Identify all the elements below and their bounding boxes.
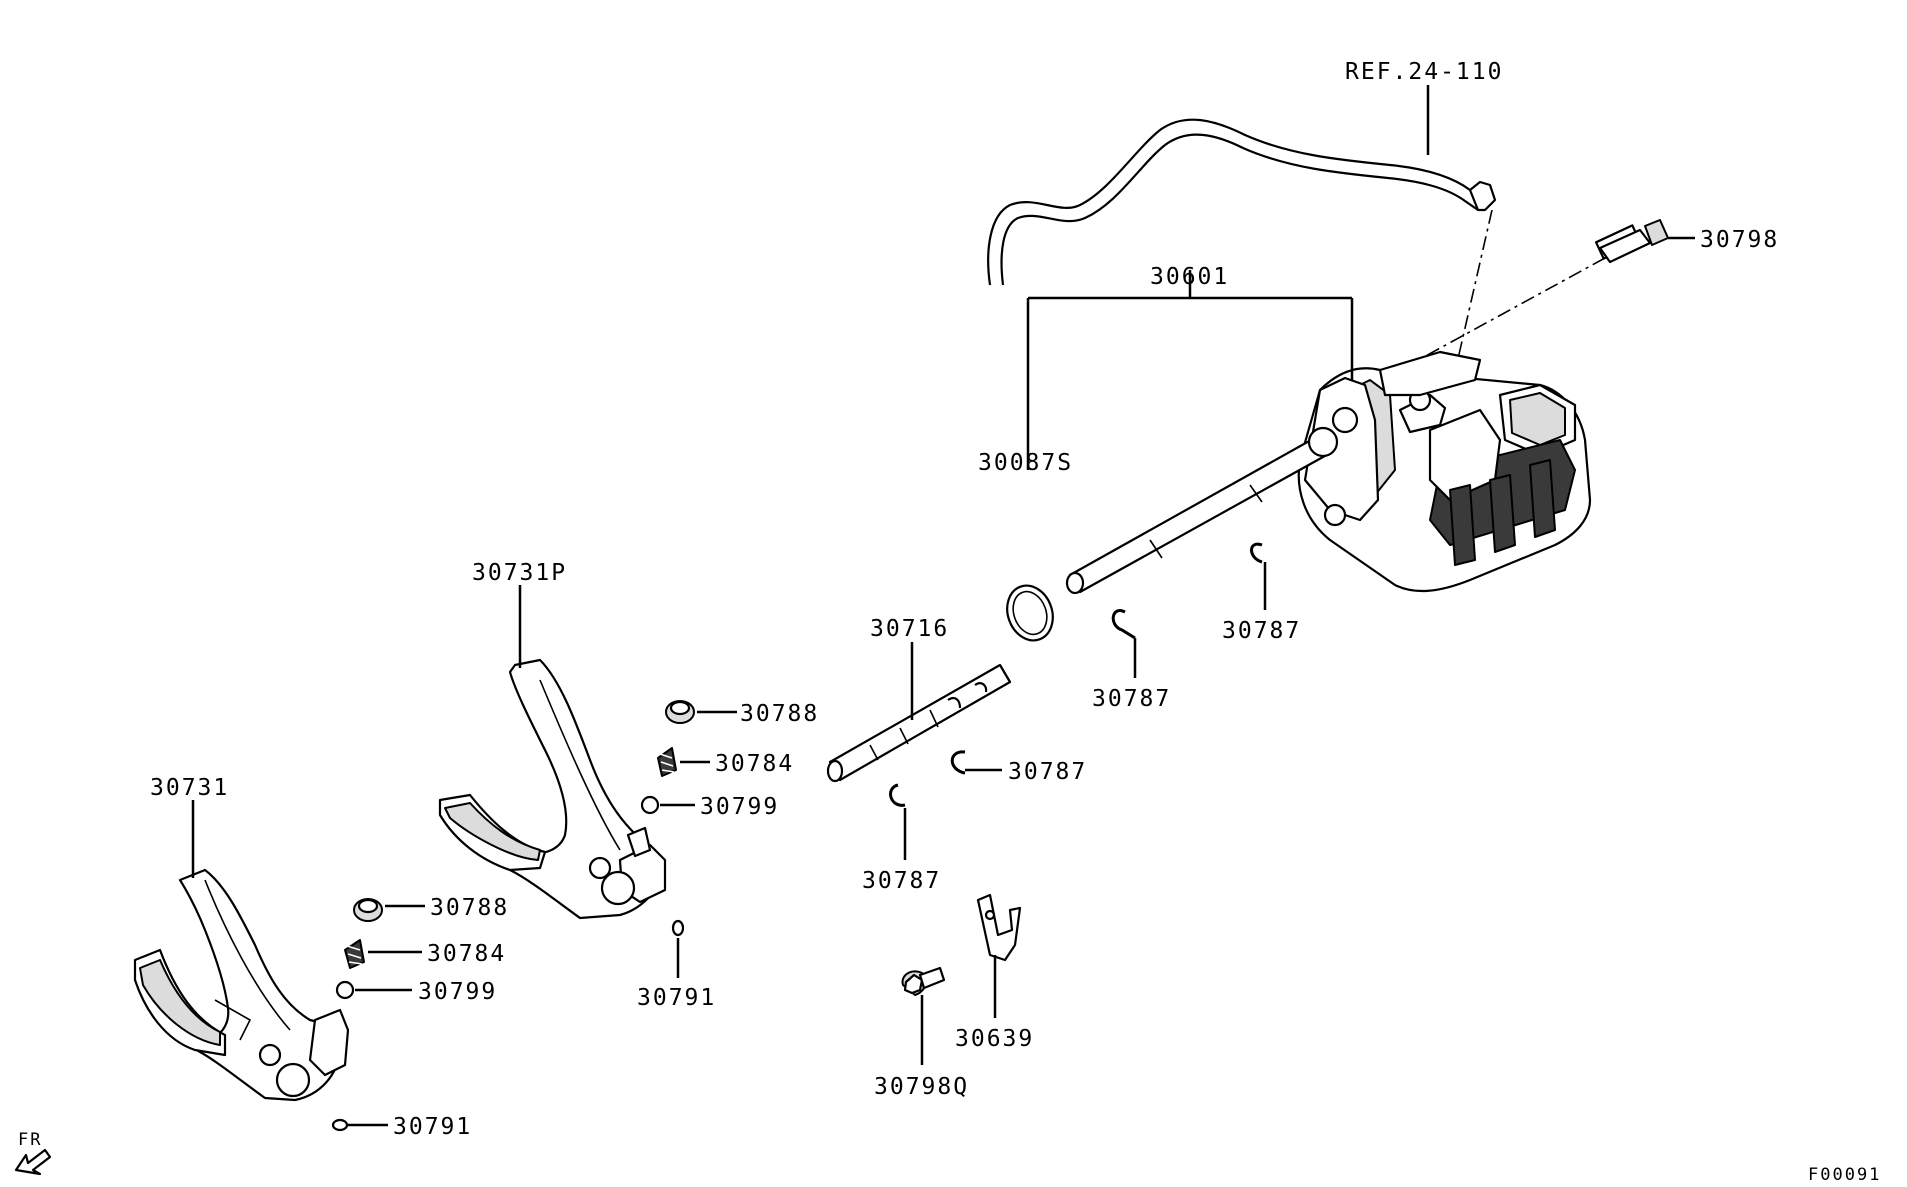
bolt-top-label: 30798: [1700, 227, 1779, 253]
clip-upper-left-label: 30787: [1092, 686, 1171, 712]
ball-upper-label: 30799: [700, 794, 779, 820]
bolt-icon: [1594, 219, 1669, 264]
plug-lower-label: 30788: [430, 895, 509, 921]
fork-upper: [438, 658, 667, 920]
rail-label: 30716: [870, 616, 949, 642]
fork-lower-label: 30731: [150, 775, 229, 801]
shift-assembly: [1297, 350, 1592, 593]
plug-lower: [353, 898, 383, 922]
drawing-code: F00091: [1808, 1165, 1881, 1185]
bracket-label: 30639: [955, 1026, 1034, 1052]
pin-lower: [331, 1118, 349, 1132]
clip-upper-left: [1111, 609, 1136, 640]
front-arrow-icon: [14, 1148, 52, 1176]
ref-label: REF.24-110: [1345, 59, 1503, 85]
clip-mid-label: 30787: [1008, 759, 1087, 785]
fork-upper-label: 30731P: [472, 560, 567, 586]
flange-bolt-icon: [901, 966, 946, 996]
dash-line-bolt: [1399, 257, 1606, 371]
o-ring-label: 30087S: [978, 450, 1073, 476]
clip-mid: [950, 750, 966, 775]
clip-lower: [889, 783, 906, 807]
spring-lower: [344, 939, 365, 969]
fork-lower: [133, 868, 350, 1102]
dash-line-harness: [1451, 209, 1493, 386]
ball-upper: [640, 795, 660, 815]
spring-upper: [657, 747, 677, 777]
shift-rail: [826, 663, 1012, 783]
direction-label: FR: [18, 1130, 42, 1150]
ball-lower: [335, 980, 355, 1000]
o-ring: [1006, 584, 1054, 642]
clip-upper-right-label: 30787: [1222, 618, 1301, 644]
bracket-plate: [976, 893, 1022, 962]
bolt-bottom-label: 30798Q: [874, 1074, 969, 1100]
spring-lower-label: 30784: [427, 941, 506, 967]
assembly-bracket: [1026, 270, 1354, 470]
harness-cable: [987, 118, 1497, 286]
clip-upper-right: [1250, 542, 1263, 564]
pin-lower-label: 30791: [393, 1114, 472, 1140]
plug-upper: [665, 700, 695, 724]
spring-upper-label: 30784: [715, 751, 794, 777]
assembly-label: 30601: [1150, 264, 1229, 290]
shift-shaft: [1065, 426, 1339, 595]
plug-upper-label: 30788: [740, 701, 819, 727]
ball-lower-label: 30799: [418, 979, 497, 1005]
pin-upper: [671, 919, 685, 937]
clip-lower-label: 30787: [862, 868, 941, 894]
pin-upper-label: 30791: [637, 985, 716, 1011]
